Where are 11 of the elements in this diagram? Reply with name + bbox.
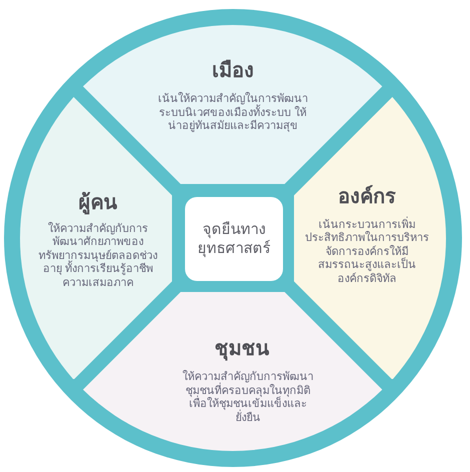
segment-title: องค์กร [338, 184, 396, 208]
segment-description: เน้นให้ความสำคัญในการพัฒนาระบบนิเวศของเมืองทั้งระบบ ให้น่าอยู่ทันสมัยและมีความสุข [156, 92, 309, 132]
segment-description: ให้ความสำคัญกับการพัฒนาชุมชนที่ครอบคลุมในทุกมิติเพื่อให้ชุมชนเข้มแข็งและยั่งยืน [181, 370, 314, 424]
segment-title: ผู้คน [78, 190, 118, 214]
segment-description: ให้ความสำคัญกับการพัฒนาศักยภาพของทรัพยากรมนุษย์ตลอดช่วงอายุ ทั้งการเรียนรู้อาชีพ ความเสมอภาค [38, 222, 158, 290]
ring-segment [83, 292, 383, 451]
center-panel: จุดยืนทางยุทธศาสตร์ [185, 197, 283, 281]
segment-description: เน้นกระบวนการเพิ่มประสิทธิภาพในการบริหารจัดการองค์กรให้มีสมรรถนะสูงและเป็นองค์กรดิจิทัล [304, 218, 430, 286]
segment-title: เมือง [212, 58, 254, 82]
ring-segment [83, 25, 383, 184]
segment-title: ชุมชน [214, 336, 270, 360]
